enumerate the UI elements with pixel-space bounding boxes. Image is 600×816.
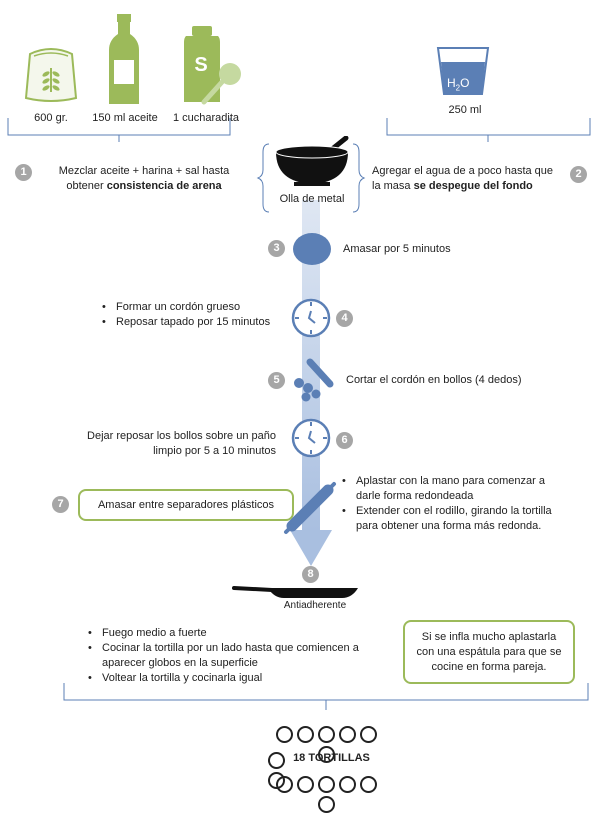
tortilla-circle-icon <box>296 776 314 793</box>
step-3-text: Amasar por 5 minutos <box>343 243 451 255</box>
tortilla-circle-icon <box>275 726 293 743</box>
pot-label: Olla de metal <box>279 193 345 205</box>
frying-pan-icon <box>232 586 358 598</box>
step-5-text: Cortar el cordón en bollos (4 dedos) <box>346 374 522 386</box>
step-6-text: Dejar reposar los bollos sobre un paño l… <box>87 430 276 457</box>
tortilla-circle-icon <box>338 776 356 793</box>
salt-amount: 1 cucharadita <box>172 112 240 124</box>
step-7-list: Aplastar con la mano para comenzar a dar… <box>340 474 572 534</box>
step-8-bullet: Cocinar la tortilla por un lado hasta qu… <box>88 641 386 671</box>
water-amount: 250 ml <box>448 104 482 116</box>
step-2-number: 2 <box>570 166 587 183</box>
rolling-pin-icon <box>284 482 336 534</box>
step-8-list: Fuego medio a fuerte Cocinar la tortilla… <box>86 626 386 686</box>
step-3-number: 3 <box>268 240 285 257</box>
oil-amount: 150 ml aceite <box>92 112 158 124</box>
step-7-bullet: Aplastar con la mano para comenzar a dar… <box>342 474 572 504</box>
tortilla-circle-icon <box>317 796 335 813</box>
step-1-number: 1 <box>15 164 32 181</box>
pot-icon <box>275 136 349 186</box>
step-5-number: 5 <box>268 372 285 389</box>
step-4-list: Formar un cordón grueso Reposar tapado p… <box>100 300 270 330</box>
step-8-number: 8 <box>302 566 319 583</box>
flour-bag-icon <box>24 48 78 102</box>
tortilla-circles-row <box>266 726 386 766</box>
salt-letter: S <box>194 54 208 76</box>
tortilla-circle-icon <box>317 746 335 763</box>
tortilla-circle-icon <box>268 752 285 769</box>
oil-bottle-icon <box>109 14 139 104</box>
tortilla-circle-icon <box>359 726 377 743</box>
clock-icon <box>291 298 331 338</box>
step-6-number: 6 <box>336 432 353 449</box>
step-7-bullet: Extender con el rodillo, girando la tort… <box>342 504 572 534</box>
tortilla-circle-icon <box>317 776 335 793</box>
water-formula: H2O <box>447 76 470 93</box>
dough-pieces-icon <box>294 358 334 402</box>
step-4-number: 4 <box>336 310 353 327</box>
tortilla-circle-icon <box>338 726 356 743</box>
flour-amount: 600 gr. <box>34 112 68 124</box>
tortilla-circle-icon <box>275 776 293 793</box>
clock-icon <box>291 418 331 458</box>
step-4-bullet: Reposar tapado por 15 minutos <box>102 315 270 330</box>
tortilla-circle-icon <box>317 726 335 743</box>
tortilla-circle-icon <box>296 726 314 743</box>
step-2-text: Agregar el agua de a poco hasta que la m… <box>372 165 554 192</box>
result-label: 18 TORTILLAS <box>293 752 370 764</box>
tip-box: Si se infla mucho aplastarla con una esp… <box>403 620 575 684</box>
step-7-box: Amasar entre separadores plásticos <box>78 489 294 521</box>
tortilla-circle-icon <box>359 776 377 793</box>
step-8-bullet: Voltear la tortilla y cocinarla igual <box>88 671 386 686</box>
salt-shaker-icon <box>184 26 241 105</box>
dough-ball-icon <box>293 233 331 265</box>
tortilla-circles-row <box>266 776 386 816</box>
water-glass-icon <box>436 47 490 95</box>
step-1-text: Mezclar aceite + harina + sal hasta obte… <box>58 165 230 192</box>
step-4-bullet: Formar un cordón grueso <box>102 300 270 315</box>
step-7-number: 7 <box>52 496 69 513</box>
step-8-bullet: Fuego medio a fuerte <box>88 626 386 641</box>
pan-label: Antiadherente <box>283 600 347 611</box>
